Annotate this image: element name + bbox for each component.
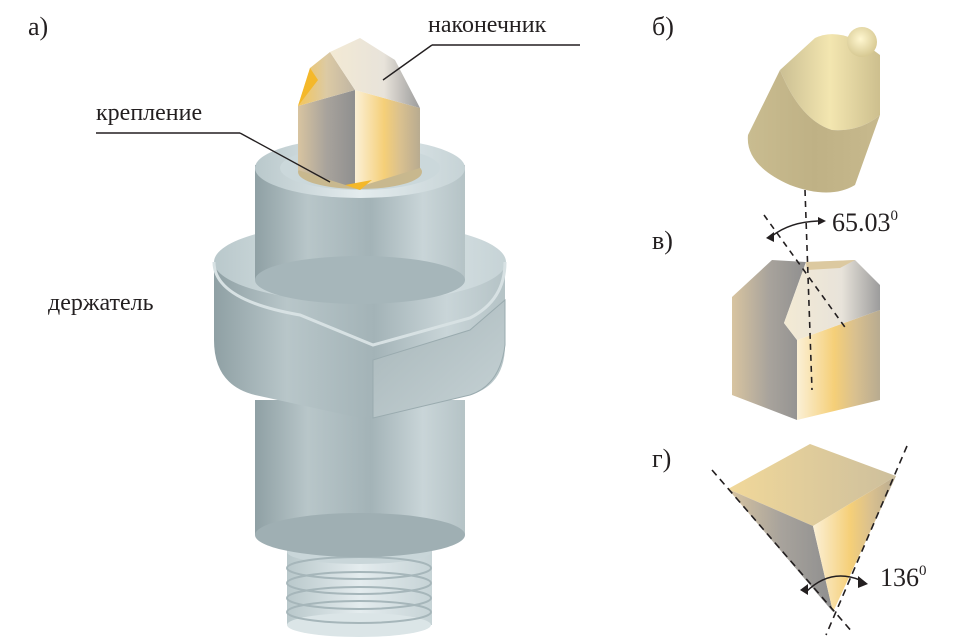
angle-label-g: 1360 (880, 563, 927, 593)
edge-dashed-line (825, 445, 908, 636)
degree-mark: 0 (919, 563, 927, 579)
arrowhead (818, 217, 826, 225)
panel-label-b: б) (652, 12, 674, 41)
holder-assembly (212, 38, 507, 637)
mount-leader-diagonal (239, 132, 331, 183)
angle-label-v: 65.030 (832, 208, 898, 238)
degree-mark: 0 (890, 208, 899, 224)
edge-dashed-line (763, 214, 848, 331)
arrowhead (766, 232, 774, 242)
panel-label-a: а) (28, 12, 49, 41)
carbide-tip (298, 38, 420, 190)
angle-value: 65.03 (832, 208, 891, 237)
pyramid-insert (711, 444, 908, 636)
angle-arc-v (771, 220, 819, 237)
angle-value: 136 (880, 563, 919, 592)
panel-label-v: в) (652, 226, 673, 255)
mount-label: крепление (96, 100, 203, 126)
ballistic-insert (747, 27, 880, 193)
axis-dashed-line (804, 189, 813, 391)
holder-label: держатель (48, 290, 154, 316)
lower-shank (255, 400, 465, 557)
arrowhead (800, 584, 808, 595)
tip-label: наконечник (428, 12, 547, 38)
angle-arc-g (805, 575, 861, 593)
arrowhead (858, 576, 868, 588)
tip-leader-diagonal (382, 44, 433, 81)
cube-insert (732, 189, 880, 420)
panel-label-g: г) (652, 444, 672, 473)
